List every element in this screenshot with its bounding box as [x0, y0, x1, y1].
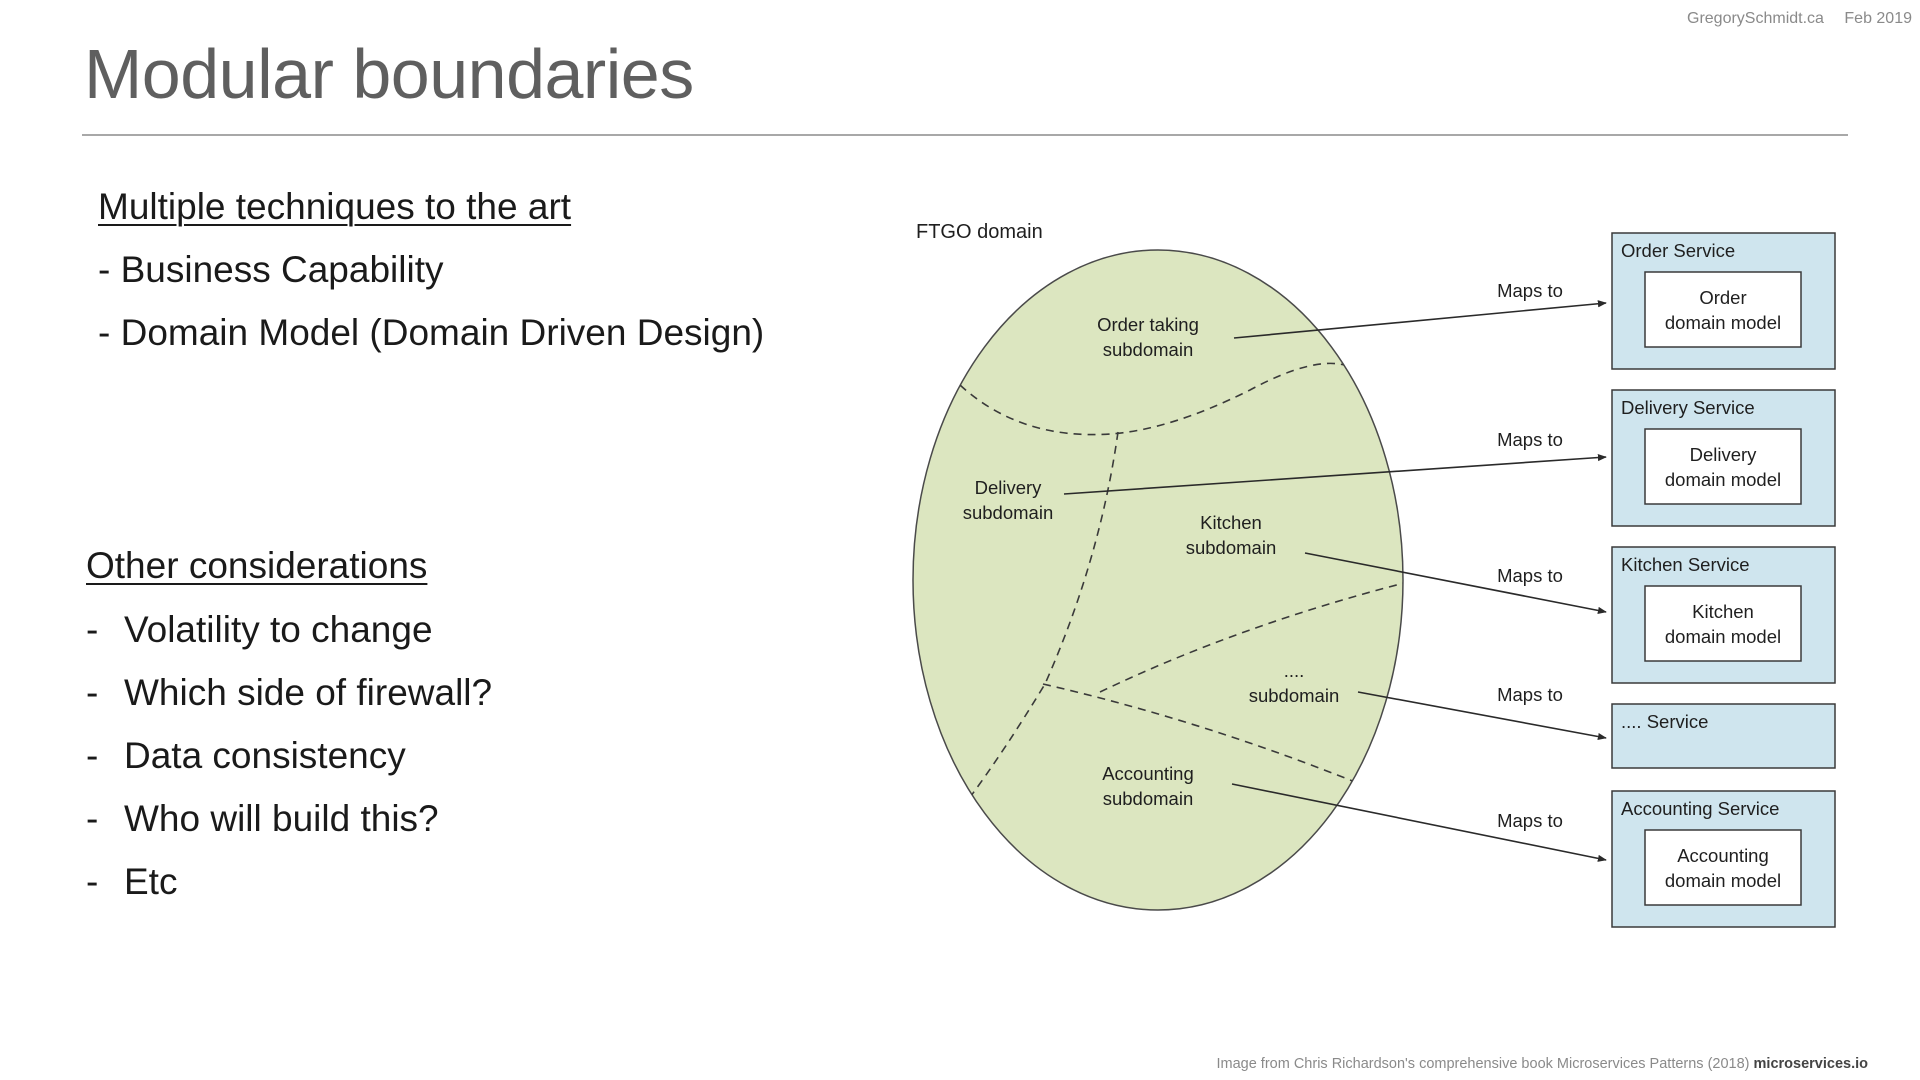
boundary-accounting — [1042, 683, 1356, 783]
ftgo-domain-ellipse — [912, 249, 1404, 911]
credit-text: Image from Chris Richardson's comprehens… — [1216, 1056, 1750, 1072]
site-name: GregorySchmidt.ca — [1687, 10, 1824, 27]
domain-label: FTGO domain — [916, 221, 1043, 243]
maps-to-arrow-other — [1357, 691, 1607, 741]
subdomain-kitchen-line2: subdomain — [1186, 537, 1277, 558]
consideration-item: Which side of firewall? — [124, 672, 493, 713]
image-credit: Image from Chris Richardson's comprehens… — [1216, 1056, 1868, 1072]
subdomain-other-line2: subdomain — [1249, 685, 1340, 706]
consideration-item: Data consistency — [124, 735, 406, 776]
subdomain-kitchen-line1: Kitchen — [1200, 512, 1262, 533]
order-domain-model-box — [1644, 271, 1802, 348]
subdomain-boundaries — [959, 362, 1403, 801]
maps-to-label: Maps to — [1497, 684, 1563, 705]
maps-to-label: Maps to — [1497, 810, 1563, 831]
other-service-title: .... Service — [1621, 711, 1708, 732]
bullet-marker: - — [86, 609, 99, 650]
delivery-model-line1: Delivery — [1690, 444, 1758, 465]
kitchen-model-line1: Kitchen — [1692, 601, 1754, 622]
maps-to-arrow-kitchen — [1304, 552, 1607, 614]
technique-item: - Domain Model (Domain Driven Design) — [98, 312, 765, 353]
technique-item: - Business Capability — [98, 249, 444, 290]
delivery-model-line2: domain model — [1665, 469, 1781, 490]
bullet-marker: - — [86, 735, 99, 776]
bullet-marker: - — [86, 861, 99, 902]
kitchen-model-line2: domain model — [1665, 626, 1781, 647]
service-boxes — [1611, 232, 1836, 928]
delivery-domain-model-box — [1644, 428, 1802, 505]
order-model-line1: Order — [1699, 287, 1746, 308]
page-title: Modular boundaries — [84, 35, 694, 113]
bullet-marker: - — [86, 672, 99, 713]
boundary-delivery — [967, 431, 1119, 801]
subdomain-order-line1: Order taking — [1097, 314, 1199, 335]
title-divider — [82, 134, 1848, 136]
consideration-item: Who will build this? — [124, 798, 439, 839]
boundary-order — [959, 362, 1349, 436]
order-model-line2: domain model — [1665, 312, 1781, 333]
slide-date: Feb 2019 — [1844, 10, 1912, 27]
bullet-marker: - — [86, 798, 99, 839]
subdomain-delivery-line1: Delivery — [975, 477, 1043, 498]
maps-to-arrow-accounting — [1231, 783, 1607, 862]
subdomain-accounting-line1: Accounting — [1102, 763, 1194, 784]
header-meta: GregorySchmidt.ca Feb 2019 — [1671, 10, 1912, 28]
maps-to-arrow-delivery — [1063, 453, 1607, 495]
other-service-box — [1611, 703, 1836, 769]
considerations-heading: Other considerations — [86, 545, 428, 586]
subdomain-other-line1: .... — [1284, 660, 1305, 681]
order-service-title: Order Service — [1621, 240, 1735, 261]
kitchen-service-title: Kitchen Service — [1621, 554, 1750, 575]
consideration-item: Etc — [124, 861, 178, 902]
subdomain-accounting-line2: subdomain — [1103, 788, 1194, 809]
techniques-heading: Multiple techniques to the art — [98, 186, 572, 227]
accounting-domain-model-box — [1644, 829, 1802, 906]
kitchen-domain-model-box — [1644, 585, 1802, 662]
maps-to-label: Maps to — [1497, 280, 1563, 301]
maps-to-label: Maps to — [1497, 429, 1563, 450]
subdomain-delivery-line2: subdomain — [963, 502, 1054, 523]
maps-to-arrow-order — [1233, 300, 1607, 339]
accounting-model-line2: domain model — [1665, 870, 1781, 891]
credit-site: microservices.io — [1753, 1056, 1868, 1072]
boundary-kitchen — [1099, 581, 1403, 693]
maps-to-label: Maps to — [1497, 565, 1563, 586]
delivery-service-title: Delivery Service — [1621, 397, 1755, 418]
subdomain-order-line2: subdomain — [1103, 339, 1194, 360]
accounting-service-title: Accounting Service — [1621, 798, 1779, 819]
consideration-item: Volatility to change — [124, 609, 433, 650]
accounting-model-line1: Accounting — [1677, 845, 1769, 866]
